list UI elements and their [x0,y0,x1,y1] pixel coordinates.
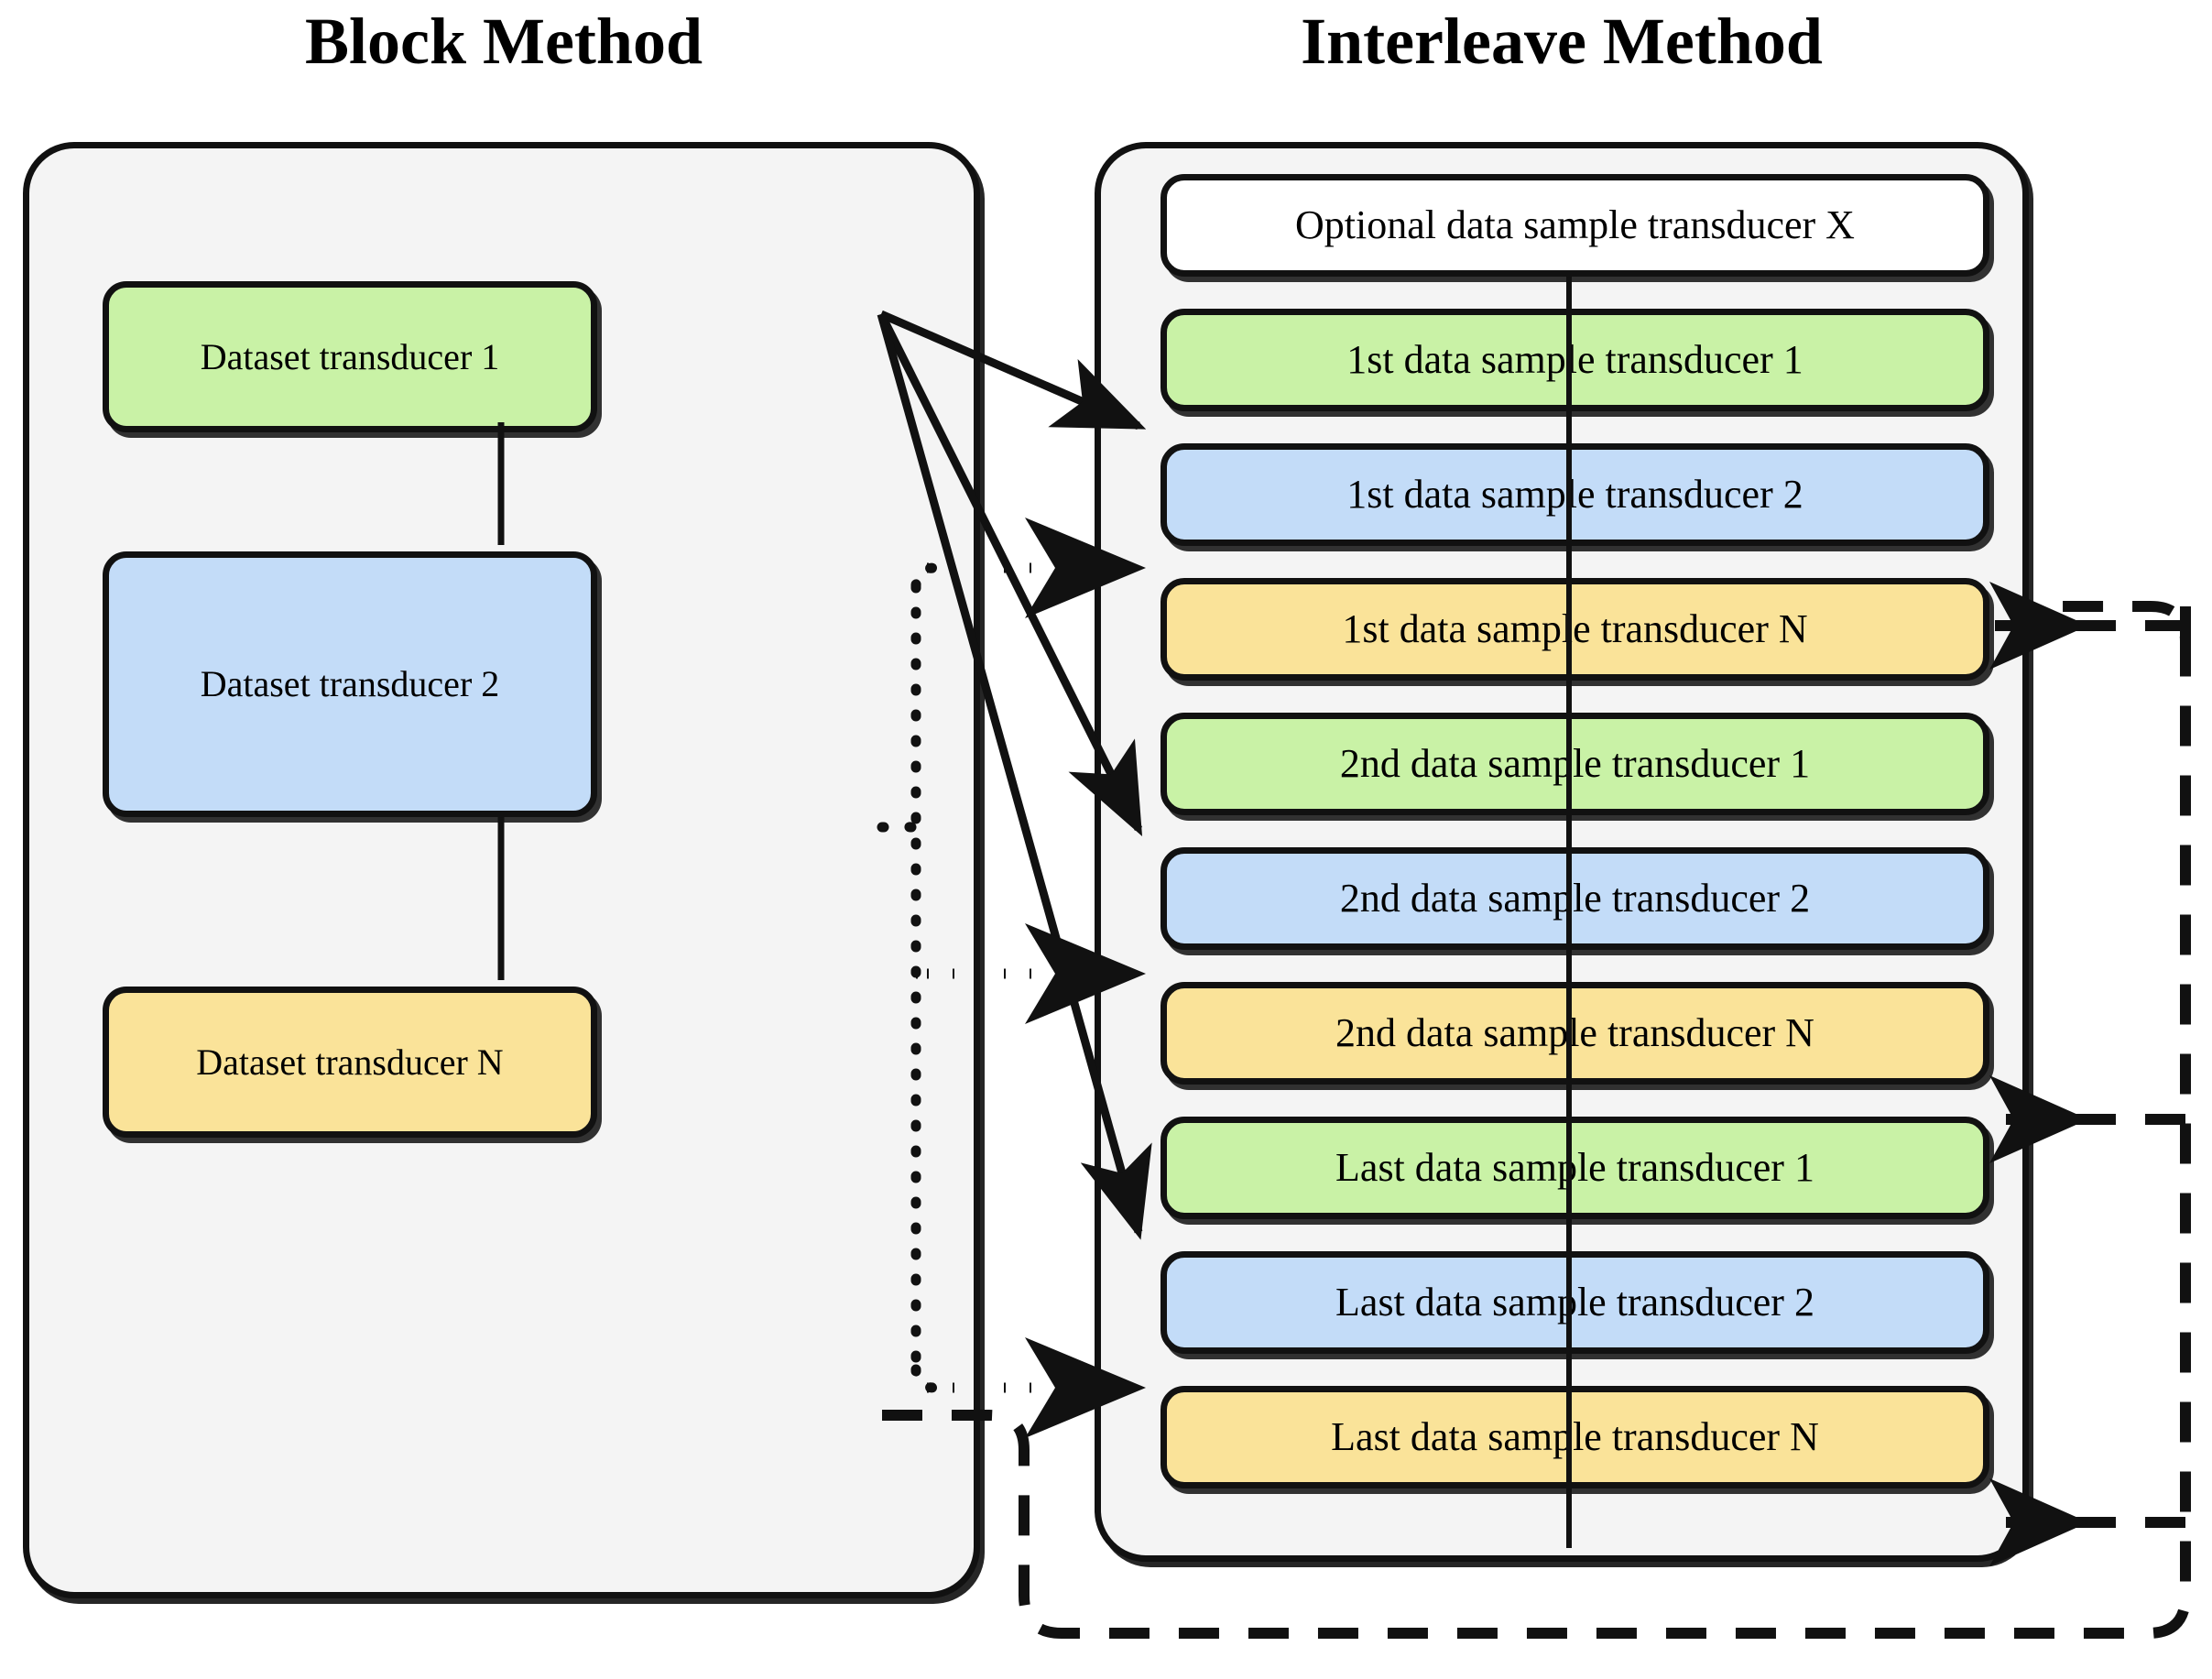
interleave-method-panel: Optional data sample transducer X 1st da… [1095,142,2029,1562]
node-label: Optional data sample transducer X [1295,202,1855,247]
node-last-data-sample-transducer-2[interactable]: Last data sample transducer 2 [1160,1251,1989,1354]
page-title-interleave-method: Interleave Method [1301,5,1823,78]
node-label: 1st data sample transducer N [1342,605,1808,651]
node-2nd-data-sample-transducer-2[interactable]: 2nd data sample transducer 2 [1160,847,1989,950]
node-label: 2nd data sample transducer 2 [1339,875,1811,921]
node-label: Dataset transducer N [196,1041,504,1083]
node-label: Dataset transducer 1 [200,335,500,377]
node-label: Dataset transducer 2 [200,663,500,704]
node-1st-data-sample-transducer-1[interactable]: 1st data sample transducer 1 [1160,309,1989,411]
node-dataset-transducer-n[interactable]: Dataset transducer N [103,987,597,1138]
node-last-data-sample-transducer-n[interactable]: Last data sample transducer N [1160,1386,1989,1488]
dashed-branch-tee [2015,606,2191,641]
node-label: 1st data sample transducer 2 [1346,471,1803,517]
node-label: Last data sample transducer 2 [1335,1279,1814,1325]
node-2nd-data-sample-transducer-n[interactable]: 2nd data sample transducer N [1160,982,1989,1085]
node-label: 2nd data sample transducer 1 [1339,740,1811,786]
node-label: 2nd data sample transducer N [1335,1009,1814,1055]
node-1st-data-sample-transducer-n[interactable]: 1st data sample transducer N [1160,578,1989,681]
node-dataset-transducer-2[interactable]: Dataset transducer 2 [103,551,597,817]
node-2nd-data-sample-transducer-1[interactable]: 2nd data sample transducer 1 [1160,713,1989,815]
node-optional-data-sample-transducer-x[interactable]: Optional data sample transducer X [1160,174,1989,277]
node-label: 1st data sample transducer 1 [1346,336,1803,382]
node-dataset-transducer-1[interactable]: Dataset transducer 1 [103,281,597,432]
node-label: Last data sample transducer 1 [1335,1144,1814,1190]
node-last-data-sample-transducer-1[interactable]: Last data sample transducer 1 [1160,1117,1989,1219]
page-title-block-method: Block Method [304,5,703,78]
block-method-panel: Dataset transducer 1 Dataset transducer … [23,142,980,1598]
node-1st-data-sample-transducer-2[interactable]: 1st data sample transducer 2 [1160,443,1989,546]
node-label: Last data sample transducer N [1331,1413,1819,1459]
